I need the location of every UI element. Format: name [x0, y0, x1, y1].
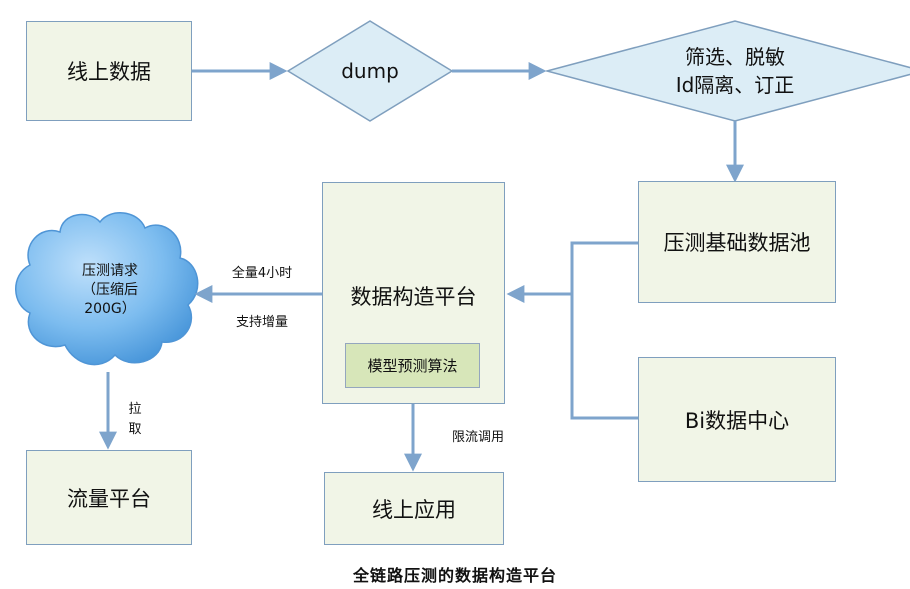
request-line2: （压缩后: [82, 282, 138, 298]
filter-label: 筛选、脱敏 Id隔离、订正: [630, 43, 840, 99]
edge-label-full-4h: 全量4小时: [231, 266, 293, 281]
filter-diamond: [544, 20, 910, 122]
diagram-caption: 全链路压测的数据构造平台: [352, 566, 557, 585]
request-line1: 压测请求: [82, 263, 138, 279]
filter-label-line2: Id隔离、订正: [675, 73, 795, 97]
traffic-platform-box: 流量平台: [26, 450, 192, 545]
edge-label-incremental: 支持增量: [235, 315, 288, 330]
base-pool-label: 压测基础数据池: [663, 231, 811, 255]
dump-label: dump: [341, 59, 399, 83]
online-data-box: 线上数据: [26, 21, 192, 121]
online-app-box: 线上应用: [324, 472, 504, 545]
traffic-platform-label: 流量平台: [67, 486, 151, 511]
base-pool-box: 压测基础数据池: [638, 181, 836, 303]
edge-label-pull-1: 拉: [128, 402, 142, 417]
model-algorithm-box: 模型预测算法: [345, 343, 480, 388]
construction-platform-label: 数据构造平台: [350, 285, 477, 309]
filter-label-line1: 筛选、脱敏: [685, 45, 785, 69]
connector-bi-branch: [570, 294, 638, 420]
edge-label-pull-2: 取: [128, 422, 142, 437]
bi-center-label: Bi数据中心: [684, 408, 790, 433]
bi-center-box: Bi数据中心: [638, 357, 836, 482]
connector-pool-branch: [570, 241, 638, 294]
edge-label-rate-limited: 限流调用: [451, 430, 504, 445]
model-algorithm-label: 模型预测算法: [367, 357, 458, 375]
request-cloud-label: 压测请求 （压缩后 200G）: [40, 262, 180, 319]
online-data-label: 线上数据: [67, 60, 151, 84]
online-app-label: 线上应用: [372, 497, 456, 522]
request-line3: 200G）: [84, 301, 136, 317]
request-cloud: [15, 212, 199, 366]
